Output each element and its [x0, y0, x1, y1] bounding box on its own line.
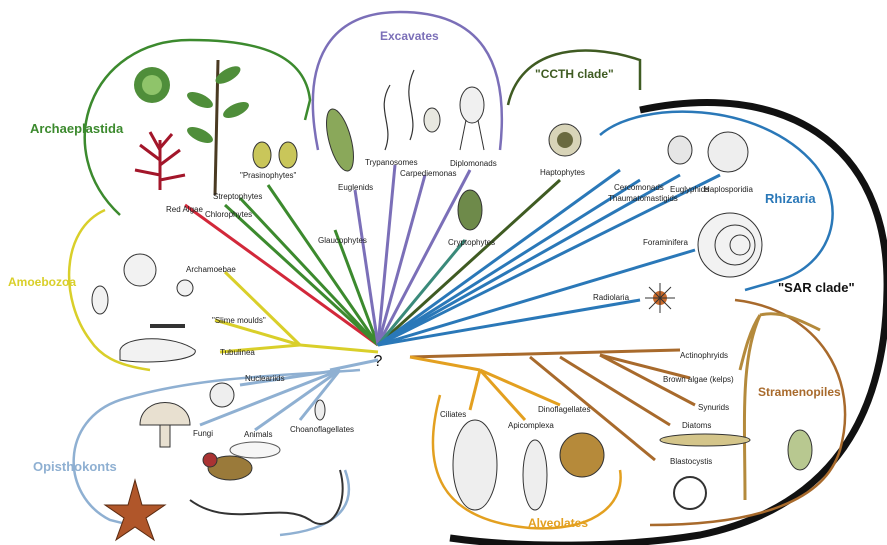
- taxon-label-nucleariids: Nucleariids: [245, 374, 285, 383]
- taxon-label-carpediemonas: Carpediemonas: [400, 169, 456, 178]
- taxon-label-fungi: Fungi: [193, 429, 213, 438]
- taxon-label-dinoflagellates: Dinoflagellates: [538, 405, 590, 414]
- taxon-label-archamoebae: Archamoebae: [186, 265, 236, 274]
- chlorophyte-illustration: [134, 67, 170, 103]
- taxon-label-red-algae: Red Algae: [166, 205, 203, 214]
- taxon-label-haplosporidia: Haplosporidia: [704, 185, 753, 194]
- worm-illustration: [190, 470, 343, 524]
- prasinophyte-illustration: [253, 142, 297, 168]
- group-label-opisthokonts: Opisthokonts: [33, 459, 117, 474]
- synurid-illustration: [788, 430, 812, 470]
- opisthokonts-boundary-lower: [280, 470, 349, 535]
- group-label-excavates: Excavates: [380, 29, 439, 43]
- nucleariid-illustration: [210, 383, 234, 407]
- trypanosome-illustration: [384, 70, 414, 150]
- taxon-label-choanoflagellates: Choanoflagellates: [290, 425, 354, 434]
- taxon-label-prasinophytes: "Prasinophytes": [240, 171, 297, 180]
- branch-actinophryids: [410, 350, 680, 357]
- taxon-label-streptophytes: Streptophytes: [213, 192, 262, 201]
- taxon-label-radiolaria: Radiolaria: [593, 293, 630, 302]
- taxon-label-diatoms: Diatoms: [682, 421, 711, 430]
- group-label-amoebozoa: Amoebozoa: [8, 275, 76, 289]
- taxon-label-haptophytes: Haptophytes: [540, 168, 585, 177]
- branch-alveolates-stem: [410, 357, 480, 370]
- taxon-label-blastocystis: Blastocystis: [670, 457, 712, 466]
- taxon-label-glaucophytes: Glaucophytes: [318, 236, 367, 245]
- group-label-ccth: "CCTH clade": [535, 67, 614, 81]
- group-label-rhizaria: Rhizaria: [765, 191, 816, 206]
- branch-amoebozoa-stem: [300, 345, 378, 352]
- branch-euglenids: [355, 190, 378, 345]
- taxon-label-cryptophytes: Cryptophytes: [448, 238, 495, 247]
- taxon-label-apicomplexa: Apicomplexa: [508, 421, 554, 430]
- fly-illustration: [203, 442, 280, 480]
- euglyphid-illustration: [668, 136, 692, 164]
- archamoebae-illustration: [124, 254, 193, 296]
- branch-dinoflagellates: [480, 370, 560, 405]
- slime-mould-illustration: [92, 286, 185, 326]
- group-label-sar: "SAR clade": [778, 280, 855, 295]
- diplomonad-illustration: [460, 87, 484, 150]
- taxon-label-slime-moulds: "Slime moulds": [212, 316, 266, 325]
- taxon-label-euglenids: Euglenids: [338, 183, 373, 192]
- dinoflagellate-illustration: [560, 433, 604, 477]
- carpediemonas-illustration: [424, 108, 440, 132]
- taxon-label-tubulinea: Tubulinea: [220, 348, 255, 357]
- taxon-label-chlorophytes: Chlorophytes: [205, 210, 252, 219]
- radiolaria-illustration: [645, 283, 675, 313]
- taxon-label-actinophryids: Actinophryids: [680, 351, 728, 360]
- taxon-label-ciliates: Ciliates: [440, 410, 466, 419]
- group-label-alveolates: Alveolates: [528, 516, 588, 530]
- center-question-mark: ?: [374, 353, 383, 370]
- group-label-stramenopiles: Stramenopiles: [758, 385, 841, 399]
- taxon-label-synurids: Synurids: [698, 403, 729, 412]
- taxon-label-diplomonads: Diplomonads: [450, 159, 497, 168]
- haptophyte-illustration: [549, 124, 581, 156]
- blastocystis-illustration: [674, 477, 706, 509]
- branch-cercomonads: [378, 170, 620, 345]
- haplosporidia-illustration: [708, 132, 748, 172]
- taxon-label-brown-algae: Brown algae (kelps): [663, 375, 734, 384]
- tubulinea-illustration: [120, 339, 195, 362]
- foraminifera-illustration: [698, 213, 762, 277]
- sar-boundary: [450, 103, 887, 545]
- taxon-label-animals: Animals: [244, 430, 272, 439]
- fungi-illustration: [140, 403, 190, 448]
- taxon-label-foraminifera: Foraminifera: [643, 238, 688, 247]
- kelp-illustration: [740, 314, 820, 500]
- choanoflagellate-illustration: [315, 400, 325, 420]
- group-label-archaeplastida: Archaeplastida: [30, 121, 124, 136]
- red-algae-illustration: [135, 132, 185, 190]
- taxon-label-thaumatomastigids: Thaumatomastigids: [608, 194, 678, 203]
- taxon-label-trypanosomes: Trypanosomes: [365, 158, 418, 167]
- euglenid-illustration: [321, 106, 359, 174]
- ciliate-illustration: [453, 420, 497, 510]
- branch-apicomplexa: [480, 370, 525, 420]
- taxon-label-cercomonads: Cercomonads: [614, 183, 664, 192]
- branch-ciliates: [470, 370, 480, 410]
- cryptophyte-illustration: [458, 190, 482, 230]
- apicomplexa-illustration: [523, 440, 547, 510]
- branch-prasinophytes: [268, 185, 378, 345]
- starfish-illustration: [105, 480, 165, 540]
- diatom-illustration: [660, 434, 750, 446]
- branch-opisthokonts-stem: [330, 360, 378, 370]
